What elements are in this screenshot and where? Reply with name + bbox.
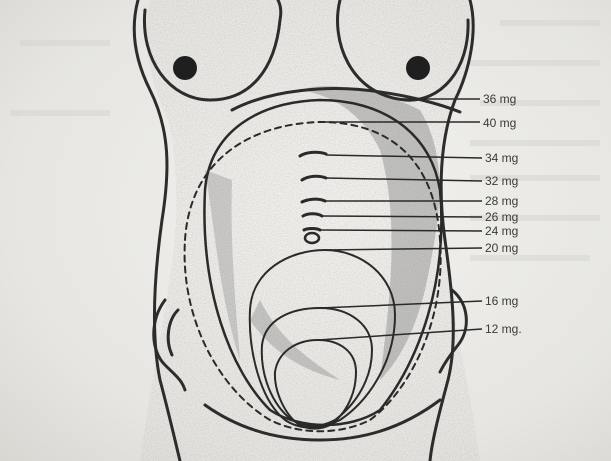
label-12-mg: 12 mg. xyxy=(485,322,522,336)
left-nipple-icon xyxy=(173,56,197,80)
label-26-mg: 26 mg xyxy=(485,210,518,224)
label-32-mg: 32 mg xyxy=(485,174,518,188)
label-34-mg: 34 mg xyxy=(485,151,518,165)
label-16-mg: 16 mg xyxy=(485,294,518,308)
label-40-mg: 40 mg xyxy=(483,116,516,130)
label-36-mg: 36 mg xyxy=(483,92,516,106)
label-20-mg: 20 mg xyxy=(485,241,518,255)
dosage-labels: 36 mg 40 mg 34 mg 32 mg 28 mg 26 mg 24 m… xyxy=(483,92,522,336)
label-24-mg: 24 mg xyxy=(485,224,518,238)
label-28-mg: 28 mg xyxy=(485,194,518,208)
right-nipple-icon xyxy=(406,56,430,80)
